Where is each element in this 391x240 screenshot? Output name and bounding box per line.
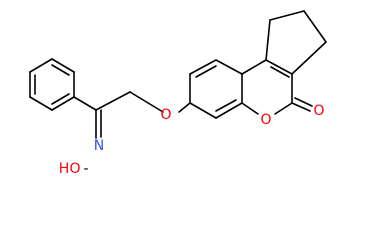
cyclopentane-ring [265, 10, 327, 75]
oxime-oxygen: O [69, 161, 80, 177]
ether-oxygen: O [160, 107, 171, 123]
oxime-chain [73, 91, 164, 139]
oxime-hydrogen: H [59, 161, 70, 177]
phenyl-ring [29, 58, 75, 111]
benzo-ring [189, 59, 243, 119]
carbonyl-oxygen: O [313, 103, 324, 119]
lactone-ring [241, 59, 313, 115]
ring-oxygen: O [260, 112, 271, 128]
ether-bond [178, 102, 191, 113]
oxime-bond-dash: - [83, 161, 88, 177]
chemical-structure: O O O N - O H [29, 10, 327, 177]
oxime-nitrogen: N [94, 138, 104, 154]
